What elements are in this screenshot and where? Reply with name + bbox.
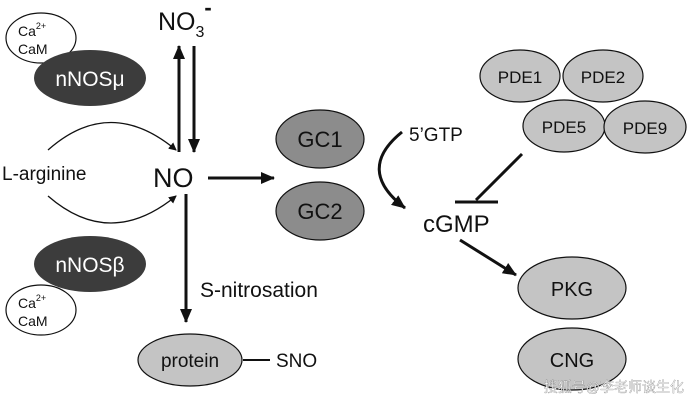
pde2-node: PDE2 (562, 49, 644, 103)
pde1-label: PDE1 (498, 68, 542, 87)
watermark-text: 搜狐号@李老师谈生化 (544, 379, 684, 395)
cgmp-label: cGMP (423, 211, 490, 238)
cng-label: CNG (550, 350, 594, 372)
pde1-node: PDE1 (479, 49, 561, 103)
nnos-mu-node: nNOSμ (34, 50, 146, 106)
pde9-node: PDE9 (603, 100, 687, 154)
no3-sub: 3 (196, 24, 205, 41)
nnos-mu-label: nNOSμ (55, 68, 124, 91)
ca-cam-top-ca: Ca (18, 23, 36, 39)
gc1-node: GC1 (275, 109, 365, 169)
arginine-to-no-bottom-arrow (47, 195, 177, 224)
gc2-label: GC2 (297, 199, 342, 224)
pkg-label: PKG (551, 279, 593, 301)
no-label: NO (153, 163, 194, 193)
ca-cam-top-sup: 2+ (36, 21, 46, 31)
ca-cam-bottom-node: Ca2+ CaM (5, 284, 77, 336)
pkg-node: PKG (517, 256, 627, 320)
svg-text:Ca2+: Ca2+ (18, 21, 46, 39)
ca-cam-bottom-sup: 2+ (36, 293, 46, 303)
cng-node: CNG (517, 327, 627, 391)
gtp-to-cgmp-arrow (377, 130, 406, 210)
l-arginine-label: L-arginine (2, 164, 87, 185)
protein-label: protein (161, 351, 219, 372)
cgmp-to-pkg-arrow (459, 238, 517, 277)
pde9-label: PDE9 (623, 119, 667, 138)
gc1-label: GC1 (297, 127, 342, 152)
pde2-label: PDE2 (581, 68, 625, 87)
protein-node: protein (137, 333, 243, 387)
nnos-beta-label: nNOSβ (55, 254, 124, 277)
pde5-label: PDE5 (542, 118, 586, 137)
svg-text:Ca2+: Ca2+ (18, 293, 46, 311)
s-nitrosation-label: S-nitrosation (200, 279, 318, 302)
arginine-to-no-top-arrow (47, 122, 177, 151)
ca-cam-bottom-ca: Ca (18, 295, 36, 311)
sno-label: SNO (276, 351, 317, 372)
nnos-beta-node: nNOSβ (34, 236, 146, 292)
gtp-label: 5’GTP (409, 125, 463, 146)
ca-cam-top-cam: CaM (18, 41, 48, 57)
pde-inhibition-line (474, 152, 524, 202)
pde5-node: PDE5 (522, 99, 606, 153)
ca-cam-top-node: Ca2+ CaM (5, 12, 77, 64)
no3-sup: - (204, 0, 211, 20)
no3-base: NO (158, 8, 196, 36)
gc2-node: GC2 (275, 181, 365, 241)
no3-label: NO3 - (158, 0, 212, 41)
ca-cam-bottom-cam: CaM (18, 313, 48, 329)
